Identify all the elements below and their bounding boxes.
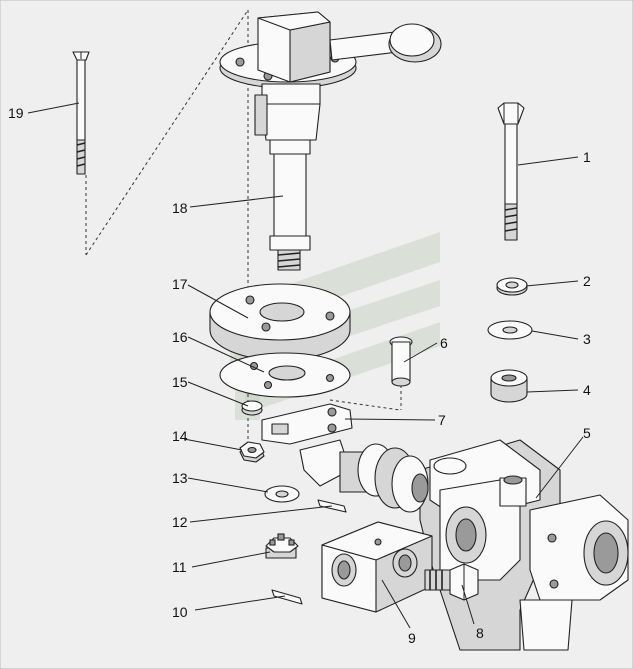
label-6: 6 bbox=[440, 335, 448, 351]
part-19-screw bbox=[72, 51, 90, 175]
part-8-plug bbox=[424, 563, 479, 601]
part-3-washer bbox=[487, 320, 533, 340]
label-12: 12 bbox=[172, 514, 188, 530]
label-14: 14 bbox=[172, 428, 188, 444]
part-18-valve-assembly bbox=[219, 11, 442, 271]
label-1: 1 bbox=[583, 149, 591, 165]
part-6-pin bbox=[389, 336, 413, 387]
part-7-lever bbox=[261, 403, 353, 445]
label-17: 17 bbox=[172, 276, 188, 292]
label-15: 15 bbox=[172, 374, 188, 390]
label-18: 18 bbox=[172, 200, 188, 216]
label-16: 16 bbox=[172, 329, 188, 345]
part-13-washer bbox=[264, 485, 300, 503]
part-shaft-assembly bbox=[299, 439, 429, 513]
part-16-gasket bbox=[219, 352, 351, 398]
part-1-bolt bbox=[497, 102, 525, 241]
part-4-spacer bbox=[490, 369, 528, 403]
alignment-dashes bbox=[85, 9, 402, 440]
part-9-block bbox=[321, 521, 433, 613]
part-15-nut bbox=[241, 400, 263, 416]
label-10: 10 bbox=[172, 604, 188, 620]
part-11-castle-nut bbox=[265, 533, 299, 559]
part-5-housing bbox=[419, 439, 629, 651]
label-13: 13 bbox=[172, 470, 188, 486]
part-14-hex-nut bbox=[239, 441, 265, 463]
part-10-cotter-pin bbox=[271, 589, 303, 605]
leader-lines bbox=[27, 102, 584, 629]
label-2: 2 bbox=[583, 273, 591, 289]
label-7: 7 bbox=[438, 412, 446, 428]
label-8: 8 bbox=[476, 625, 484, 641]
label-3: 3 bbox=[583, 331, 591, 347]
label-5: 5 bbox=[583, 425, 591, 441]
part-2-lock-washer bbox=[496, 277, 528, 296]
part-17-flange-plate bbox=[209, 283, 351, 361]
label-11: 11 bbox=[172, 559, 187, 575]
label-19: 19 bbox=[8, 105, 24, 121]
label-4: 4 bbox=[583, 382, 591, 398]
part-labels: 19 1 2 3 4 5 6 7 8 9 10 11 12 13 14 15 1… bbox=[8, 105, 591, 646]
label-9: 9 bbox=[408, 630, 416, 646]
